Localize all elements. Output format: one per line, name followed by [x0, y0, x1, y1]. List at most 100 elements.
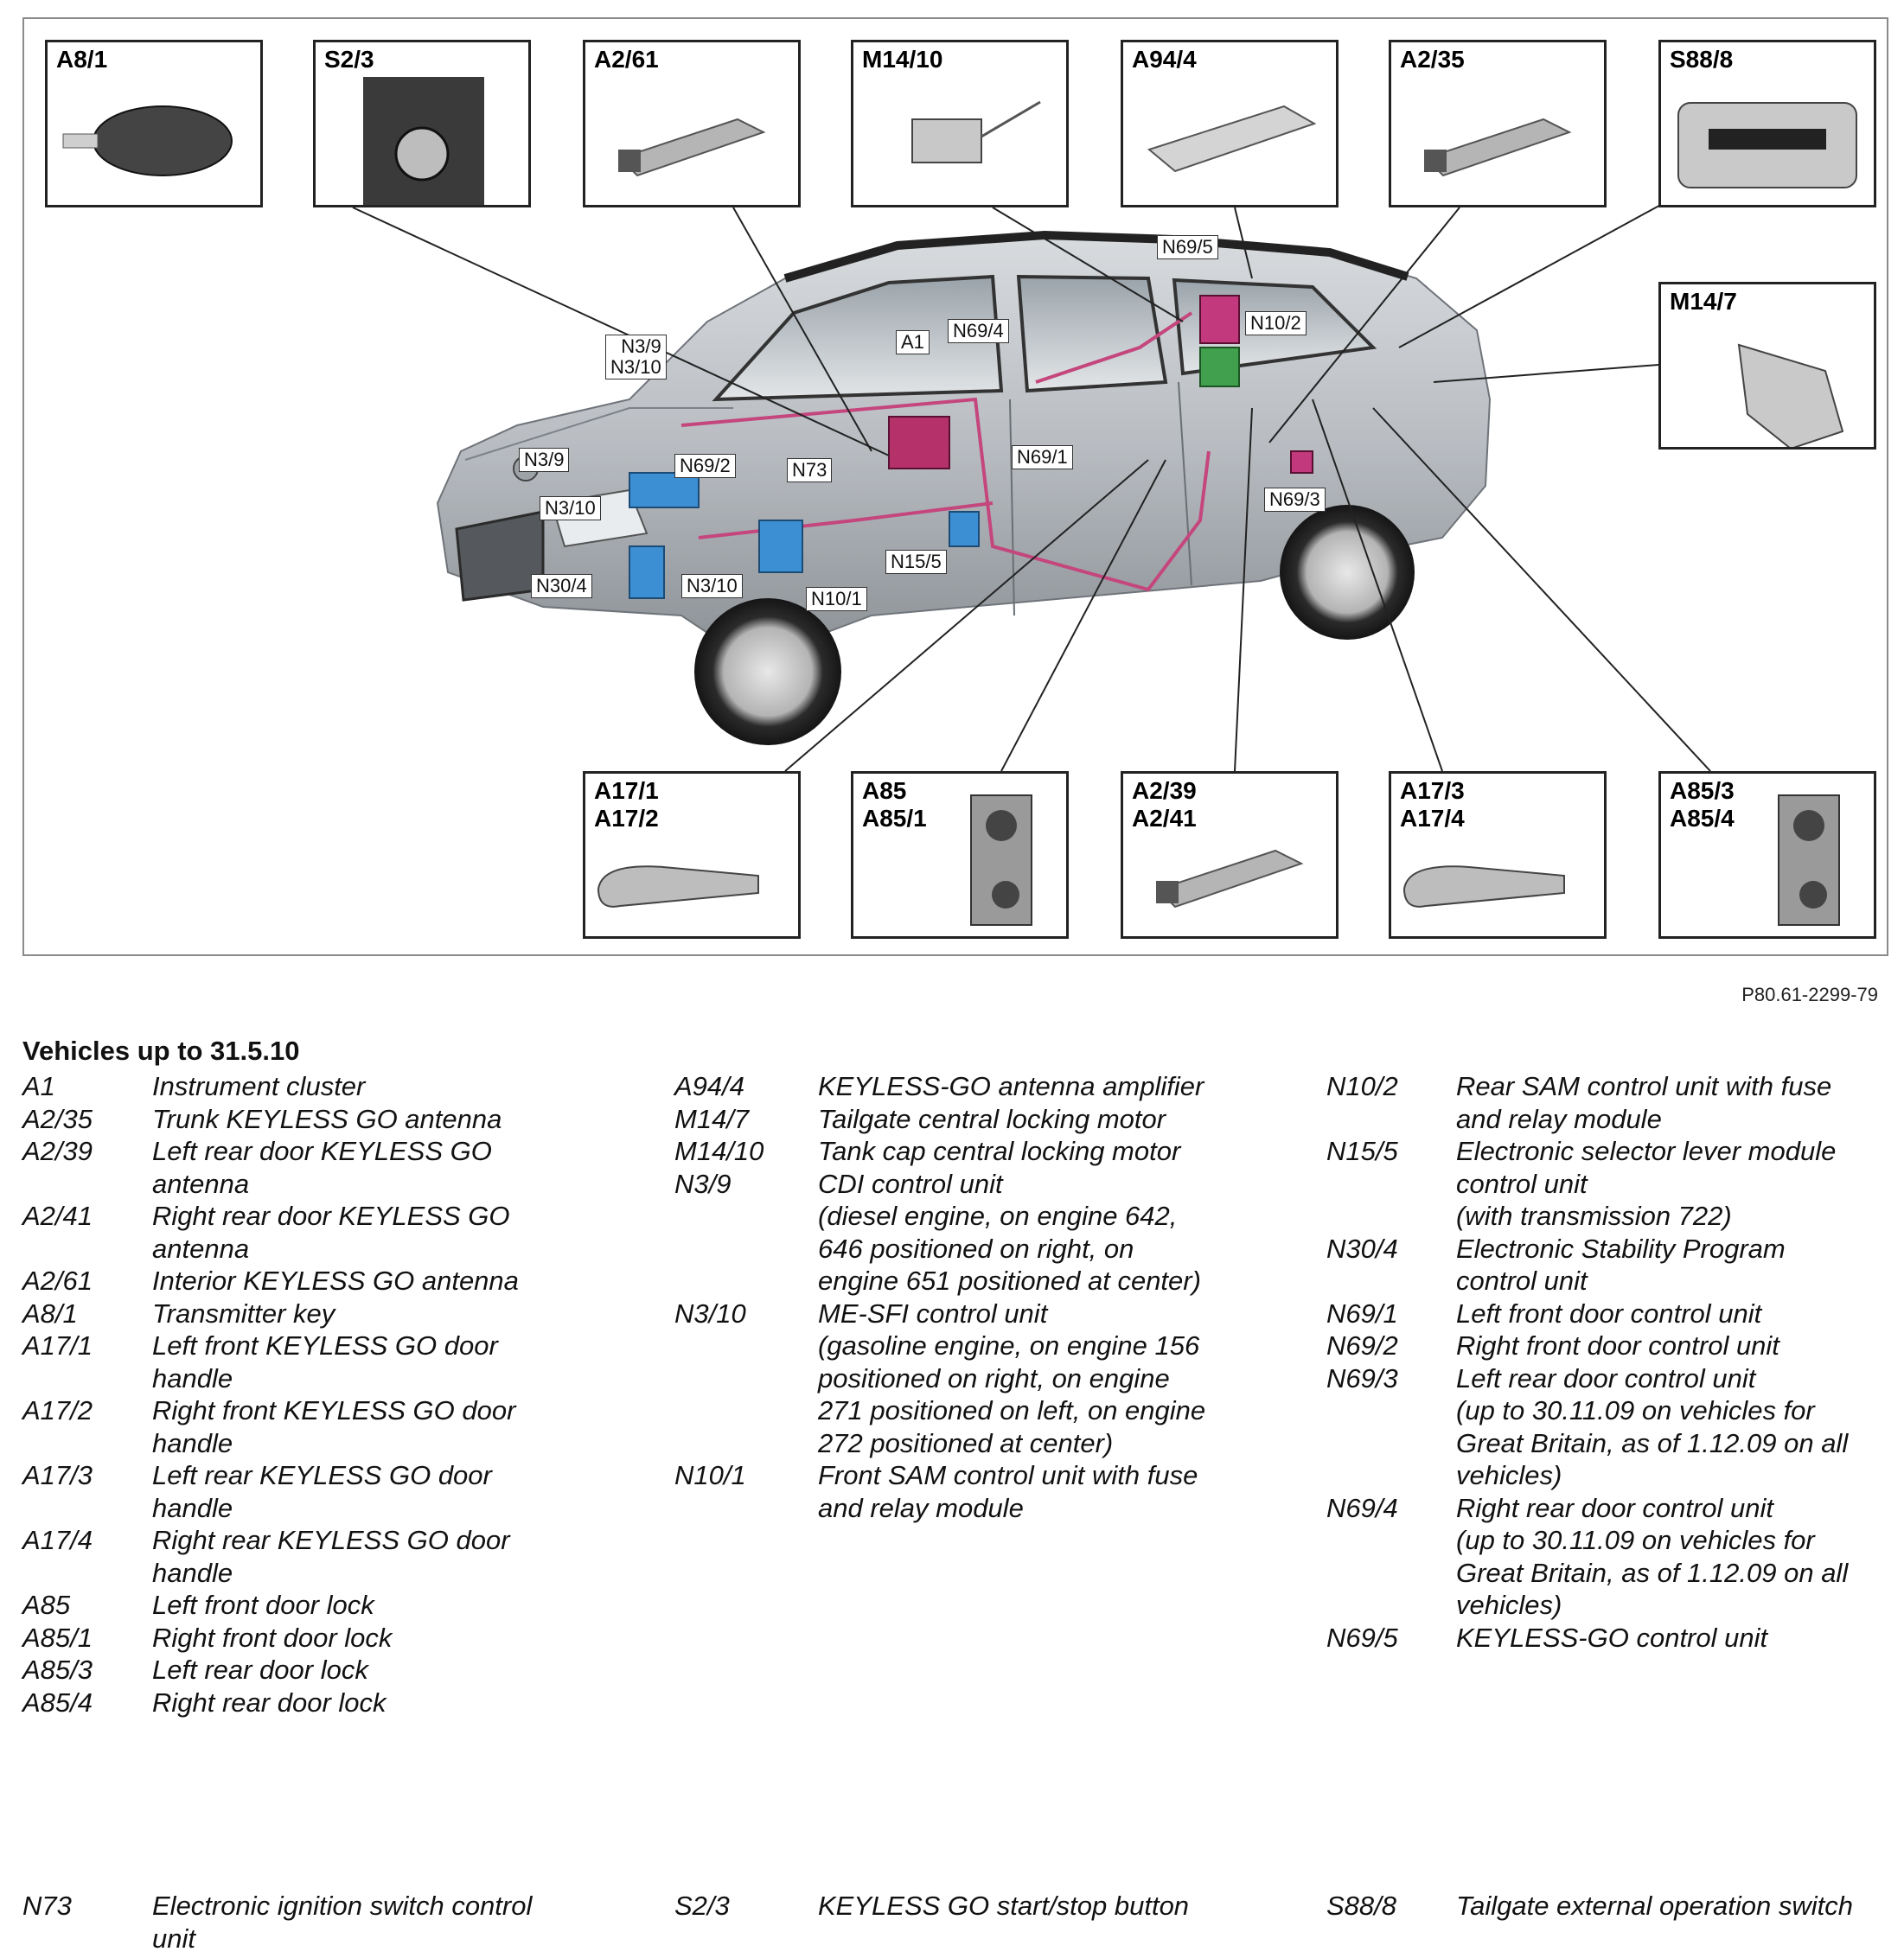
callout-n3-10-lower: N3/10: [681, 574, 743, 598]
legend-row: M14/7 Tailgate central locking motor: [674, 1103, 1205, 1136]
legend-row: A17/2 Right front KEYLESS GO door handle: [22, 1394, 519, 1459]
component-box-a85-3: A85/3 A85/4: [1658, 771, 1876, 939]
legend-description: Electronic Stability Program control uni…: [1456, 1233, 1786, 1297]
legend-code: A1: [22, 1071, 55, 1101]
component-box-label: A85 A85/1: [862, 777, 927, 832]
legend-code: N3/9: [674, 1168, 732, 1199]
legend-row: M14/10 Tank cap central locking motor: [674, 1135, 1205, 1168]
component-box-label: A2/61: [594, 46, 659, 73]
legend-description: Tailgate central locking motor: [818, 1103, 1166, 1134]
legend-code: A2/41: [22, 1201, 93, 1231]
legend-description: Rear SAM control unit with fuse and rela…: [1456, 1071, 1832, 1134]
legend-description: Interior KEYLESS GO antenna: [152, 1266, 519, 1296]
callout-a1: A1: [896, 330, 930, 354]
front-wheel: [694, 598, 841, 745]
legend-description: Electronic selector lever module control…: [1456, 1136, 1837, 1231]
legend-description: Right front door control unit: [1456, 1330, 1779, 1361]
component-box-label: A2/39 A2/41: [1132, 777, 1197, 832]
legend-description: ME-SFI control unit (gasoline engine, on…: [818, 1298, 1206, 1458]
legend-row: A2/41 Right rear door KEYLESS GO antenna: [22, 1200, 519, 1265]
component-box-a2-39: A2/39 A2/41: [1121, 771, 1339, 939]
legend-code: S88/8: [1326, 1891, 1397, 1921]
legend-code: A8/1: [22, 1298, 78, 1329]
legend-description: Trunk KEYLESS GO antenna: [152, 1103, 502, 1134]
component-box-a17-3: A17/3 A17/4: [1389, 771, 1607, 939]
legend-description: CDI control unit (diesel engine, on engi…: [818, 1168, 1201, 1297]
legend-code: N69/3: [1326, 1362, 1398, 1394]
callout-n10-1: N10/1: [806, 587, 867, 611]
legend-row: N69/3 Left rear door control unit (up to …: [1326, 1362, 1848, 1492]
legend-description: Instrument cluster: [152, 1071, 366, 1101]
legend-description: Tailgate external operation switch: [1456, 1891, 1853, 1921]
component-box-label: A17/1 A17/2: [594, 777, 659, 832]
legend-row: A1 Instrument cluster: [22, 1070, 519, 1103]
component-box-label: M14/10: [862, 46, 943, 73]
legend-description: Left rear door control unit (up to 30.11…: [1456, 1362, 1849, 1491]
legend-code: A85/3: [22, 1655, 93, 1685]
legend-row: A17/1 Left front KEYLESS GO door handle: [22, 1330, 519, 1394]
legend-description: Left rear KEYLESS GO door handle: [152, 1460, 492, 1523]
legend-code: N69/2: [1326, 1330, 1398, 1361]
legend-description: KEYLESS GO start/stop button: [818, 1891, 1190, 1921]
legend-row: A2/61 Interior KEYLESS GO antenna: [22, 1265, 519, 1298]
legend-row: N3/9 CDI control unit (diesel engine, on …: [674, 1168, 1205, 1298]
legend-code: M14/10: [674, 1136, 764, 1166]
legend-code: A17/1: [22, 1330, 93, 1361]
legend-title: Vehicles up to 31.5.10: [22, 1036, 300, 1066]
legend-code: M14/7: [674, 1103, 750, 1134]
callout-n69-3: N69/3: [1264, 488, 1326, 512]
component-box-a17-1: A17/1 A17/2: [583, 771, 801, 939]
callout-n69-1: N69/1: [1012, 445, 1073, 469]
legend-code: N30/4: [1326, 1233, 1398, 1264]
legend-description: Left rear door lock: [152, 1655, 368, 1685]
car-body: [436, 230, 1492, 745]
callout-n10-2: N10/2: [1245, 311, 1307, 335]
legend-description: KEYLESS-GO antenna amplifier: [818, 1071, 1204, 1101]
component-box-a8-1: A8/1: [45, 40, 263, 207]
legend-description: Tank cap central locking motor: [818, 1136, 1181, 1166]
component-box-a2-61: A2/61: [583, 40, 801, 207]
component-box-label: M14/7: [1670, 288, 1737, 315]
legend-code: A85/4: [22, 1687, 93, 1718]
figure-source-ref: P80.61-2299-79: [1741, 984, 1878, 1005]
component-box-m14-10: M14/10: [851, 40, 1069, 207]
component-box-a85: A85 A85/1: [851, 771, 1069, 939]
callout-n69-2: N69/2: [674, 454, 736, 478]
component-box-a94-4: A94/4: [1121, 40, 1339, 207]
component-box-a2-35: A2/35: [1389, 40, 1607, 207]
callout-n15-5: N15/5: [885, 550, 947, 574]
legend-code: A85: [22, 1590, 71, 1620]
legend-code: A17/2: [22, 1395, 93, 1425]
legend-row: N69/2 Right front door control unit: [1326, 1330, 1848, 1362]
legend-description: Right rear KEYLESS GO door handle: [152, 1525, 510, 1588]
legend-code: N69/1: [1326, 1298, 1398, 1329]
legend-description: Right rear door KEYLESS GO antenna: [152, 1201, 510, 1264]
component-box-label: A8/1: [56, 46, 108, 73]
legend-code: N69/4: [1326, 1492, 1398, 1523]
legend-row: N30/4 Electronic Stability Program contro…: [1326, 1233, 1848, 1298]
legend-row: A85/3 Left rear door lock: [22, 1654, 519, 1687]
legend-code: A2/61: [22, 1266, 93, 1296]
legend-description: Left front KEYLESS GO door handle: [152, 1330, 498, 1394]
callout-n3-9: N3/9: [519, 448, 570, 472]
callout-n3-9-n3-10: N3/9 N3/10: [605, 335, 667, 379]
legend-code: A94/4: [674, 1071, 745, 1101]
component-box-s88-8: S88/8: [1658, 40, 1876, 207]
legend-description: Right front door lock: [152, 1622, 393, 1653]
component-box-label: S88/8: [1670, 46, 1734, 73]
legend-description: Right front KEYLESS GO door handle: [152, 1395, 516, 1458]
